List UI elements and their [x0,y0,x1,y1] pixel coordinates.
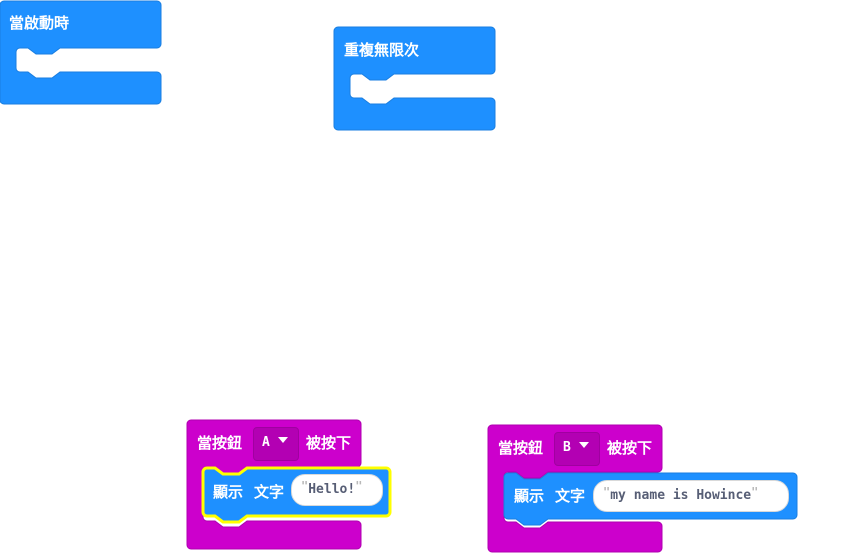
button-b-prefix-label: 當按鈕 [498,439,544,457]
open-quote-icon: " [603,485,611,499]
show-label-b: 顯示 [514,487,545,505]
on-button-a-pressed-block[interactable]: 當按鈕 A 被按下 顯示 文字 "Hello!" [186,419,397,551]
button-b-dropdown-value: B [563,440,571,455]
button-a-prefix-label: 當按鈕 [197,434,243,452]
chevron-down-icon [278,437,288,443]
show-label-a: 顯示 [213,483,244,501]
chevron-down-icon [579,442,589,448]
on-start-block[interactable]: 當啟動時 [0,0,162,106]
string-input-a[interactable]: "Hello!" [291,474,383,506]
string-input-b-value: my name is Howince [610,488,752,503]
forever-block[interactable]: 重複無限次 [333,26,496,132]
on-button-b-pressed-block[interactable]: 當按鈕 B 被按下 顯示 文字 "my name is Howince" [487,424,803,554]
show-string-block-a[interactable]: 顯示 文字 "Hello!" [201,466,393,525]
show-string-block-b[interactable]: 顯示 文字 "my name is Howince" [503,472,800,528]
close-quote-icon: " [355,479,363,493]
close-quote-icon: " [751,485,759,499]
string-label-a: 文字 [254,483,285,501]
string-input-a-value: Hello! [308,482,356,497]
button-a-dropdown-value: A [262,435,270,450]
button-b-dropdown[interactable]: B [554,432,600,466]
button-a-dropdown[interactable]: A [253,427,299,461]
button-a-suffix-label: 被按下 [306,434,352,452]
forever-label: 重複無限次 [344,41,420,59]
button-b-suffix-label: 被按下 [607,439,653,457]
open-quote-icon: " [301,479,309,493]
string-input-b[interactable]: "my name is Howince" [593,480,789,512]
on-start-label: 當啟動時 [9,14,70,32]
string-label-b: 文字 [555,487,586,505]
